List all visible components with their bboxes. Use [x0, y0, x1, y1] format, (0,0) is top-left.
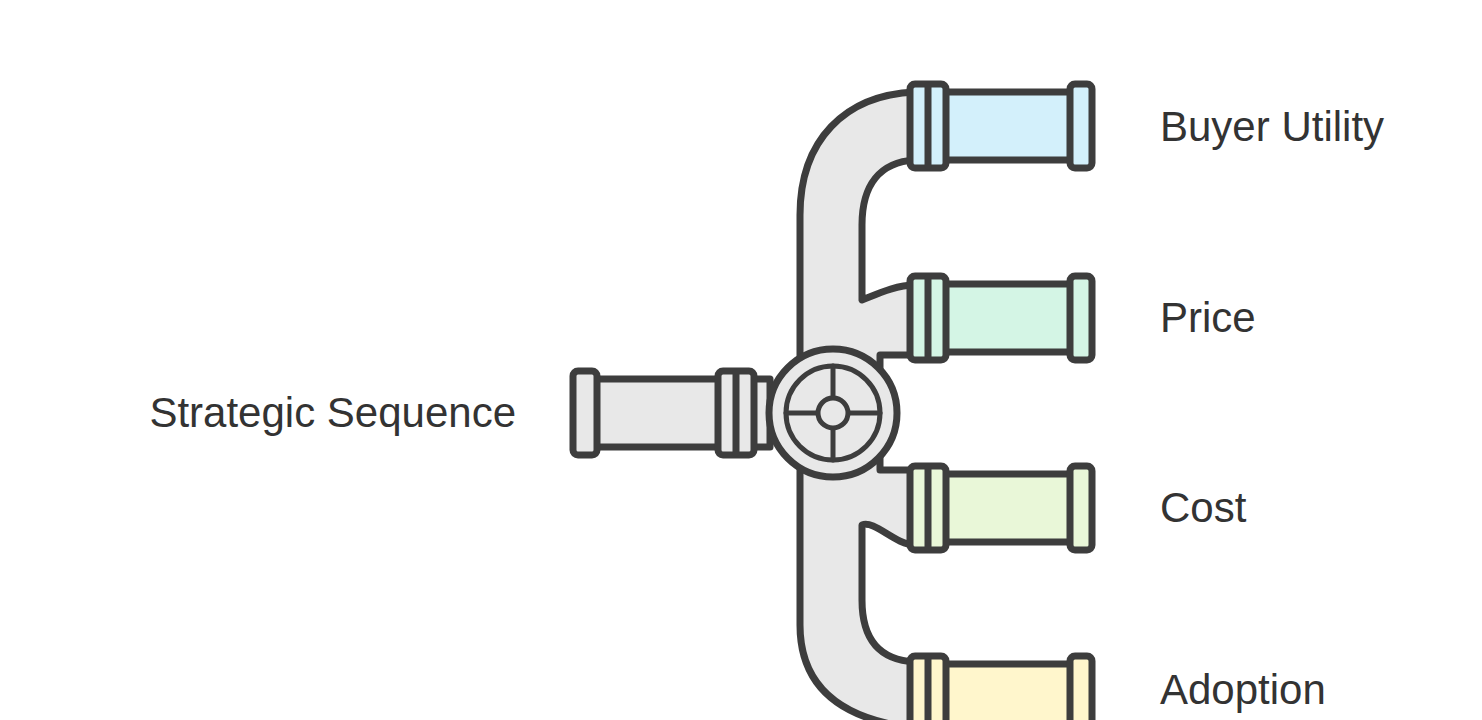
pipe-flange [910, 466, 946, 550]
pipe-flange [910, 84, 946, 168]
pipe-flange [910, 656, 946, 720]
source-label: Strategic Sequence [149, 389, 516, 437]
flange-ring [925, 658, 932, 720]
pipe-flange [718, 371, 754, 455]
pipe-flange [573, 371, 597, 455]
outlet-label: Price [1160, 294, 1256, 342]
valve-wheel [786, 366, 880, 460]
flange-ring [925, 278, 932, 358]
outlet-label: Adoption [1160, 666, 1326, 714]
pipe-flange [1070, 84, 1092, 168]
valve [769, 349, 897, 477]
outlet-label: Buyer Utility [1160, 103, 1384, 151]
pipe-flange [1070, 466, 1092, 550]
valve-hub [818, 398, 848, 428]
pipe-flange [1070, 276, 1092, 360]
outlet-label: Cost [1160, 484, 1246, 532]
flange-ring [925, 468, 932, 548]
pipe-flange [1070, 656, 1092, 720]
flange-ring [925, 86, 932, 166]
flange-ring [733, 373, 740, 453]
pipe-flange [910, 276, 946, 360]
